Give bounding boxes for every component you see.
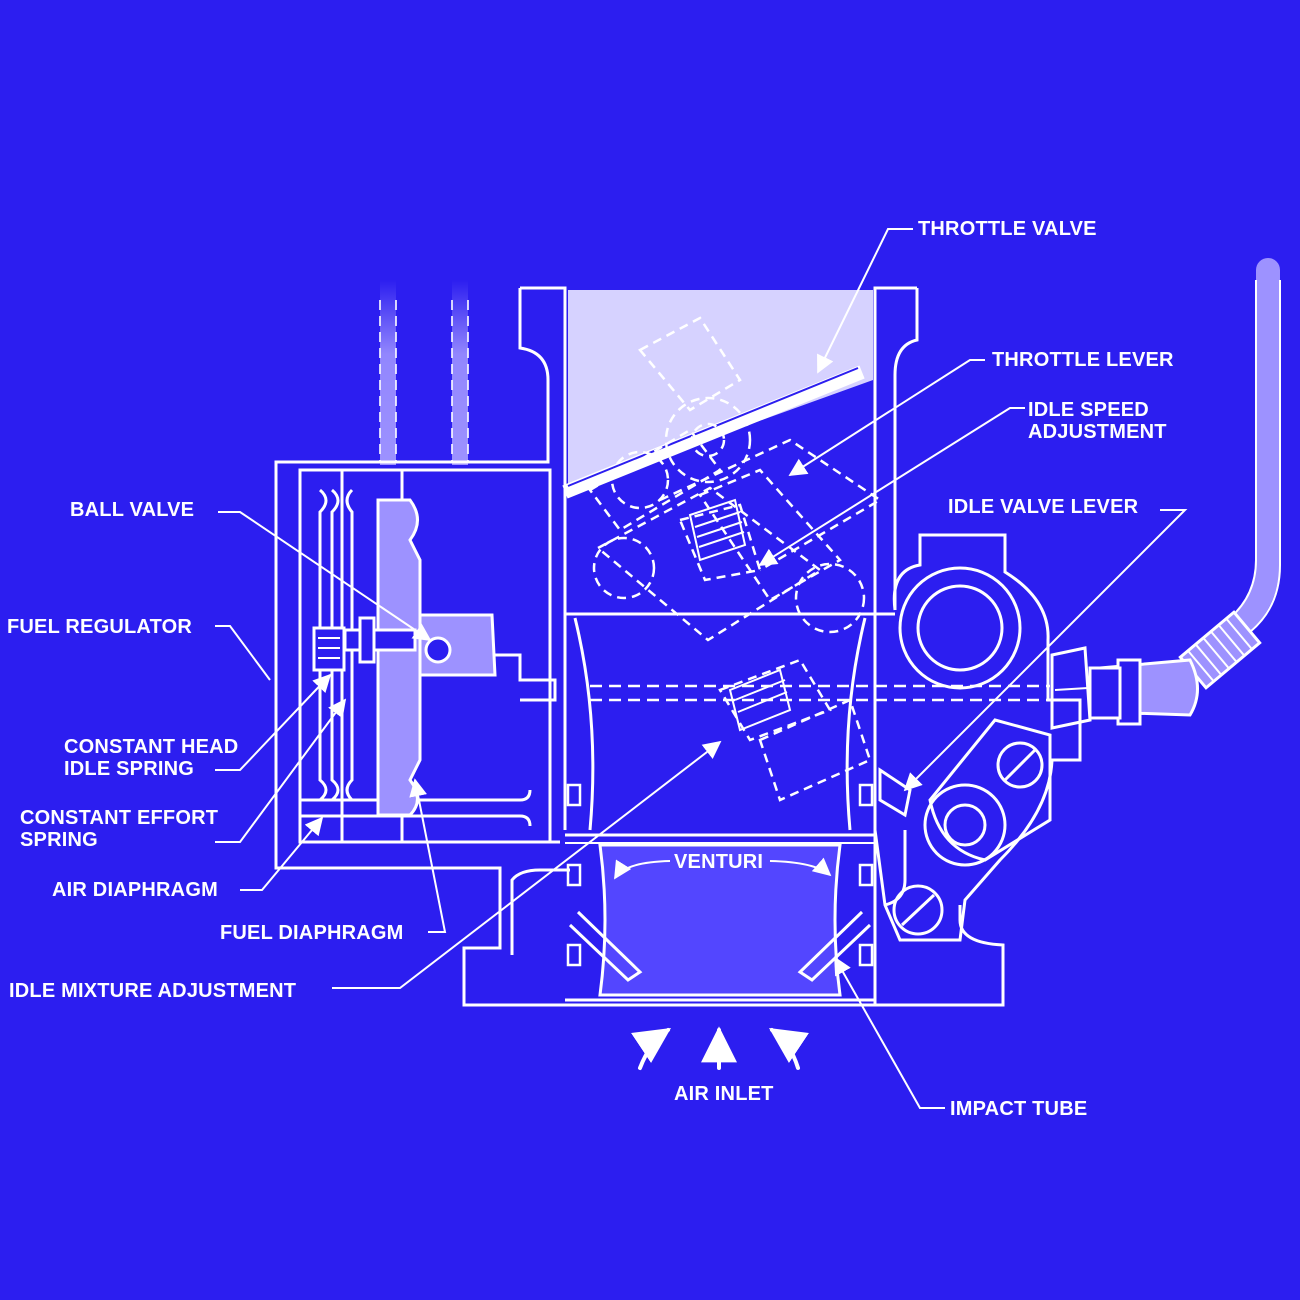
regulator-stem bbox=[312, 616, 417, 672]
idle-valve-assembly bbox=[873, 533, 1082, 942]
label-constant-head-line1: CONSTANT HEAD bbox=[64, 736, 239, 758]
label-ball-valve: BALL VALVE bbox=[70, 499, 195, 521]
carburetor-body bbox=[274, 286, 1005, 1007]
label-fuel-regulator: FUEL REGULATOR bbox=[7, 616, 193, 638]
fuel-inlet-lines bbox=[379, 280, 469, 465]
gasket-marks bbox=[566, 783, 874, 967]
throttle-linkage bbox=[588, 316, 883, 802]
label-constant-head-line2: IDLE SPRING bbox=[64, 758, 194, 780]
impact-tubes bbox=[568, 910, 872, 982]
leader-lines bbox=[215, 228, 1188, 1109]
air-inlet-arrows bbox=[631, 1026, 809, 1070]
idle-speed-screw bbox=[688, 498, 792, 732]
label-constant-effort-line2: SPRING bbox=[20, 829, 98, 851]
label-throttle-valve: THROTTLE VALVE bbox=[918, 218, 1097, 240]
label-idle-speed-adjustment-line2: ADJUSTMENT bbox=[1028, 421, 1167, 443]
throttle-valve-plate bbox=[562, 365, 865, 499]
label-throttle-lever: THROTTLE LEVER bbox=[992, 349, 1174, 371]
label-idle-speed-adjustment: IDLE SPEED ADJUSTMENT bbox=[1028, 399, 1167, 443]
label-idle-valve-lever: IDLE VALVE LEVER bbox=[948, 496, 1139, 518]
label-constant-head-idle-spring: CONSTANT HEAD IDLE SPRING bbox=[64, 736, 238, 780]
label-constant-effort-spring: CONSTANT EFFORT SPRING bbox=[20, 807, 218, 851]
label-idle-mixture-adjustment: IDLE MIXTURE ADJUSTMENT bbox=[9, 980, 297, 1002]
label-constant-effort-line1: CONSTANT EFFORT bbox=[20, 807, 219, 829]
throttle-bore-shade bbox=[568, 290, 873, 490]
label-fuel-diaphragm: FUEL DIAPHRAGM bbox=[220, 922, 404, 944]
label-air-inlet: AIR INLET bbox=[674, 1083, 774, 1105]
fuel-diaphragm bbox=[376, 498, 422, 817]
label-impact-tube: IMPACT TUBE bbox=[950, 1098, 1088, 1120]
venturi-shade bbox=[598, 843, 842, 997]
label-air-diaphragm: AIR DIAPHRAGM bbox=[52, 879, 218, 901]
label-venturi: VENTURI bbox=[674, 851, 764, 873]
ball-valve bbox=[418, 613, 557, 702]
fuel-line-right bbox=[1050, 258, 1281, 730]
label-idle-speed-adjustment-line1: IDLE SPEED bbox=[1028, 399, 1149, 421]
venturi-walls bbox=[573, 617, 867, 831]
